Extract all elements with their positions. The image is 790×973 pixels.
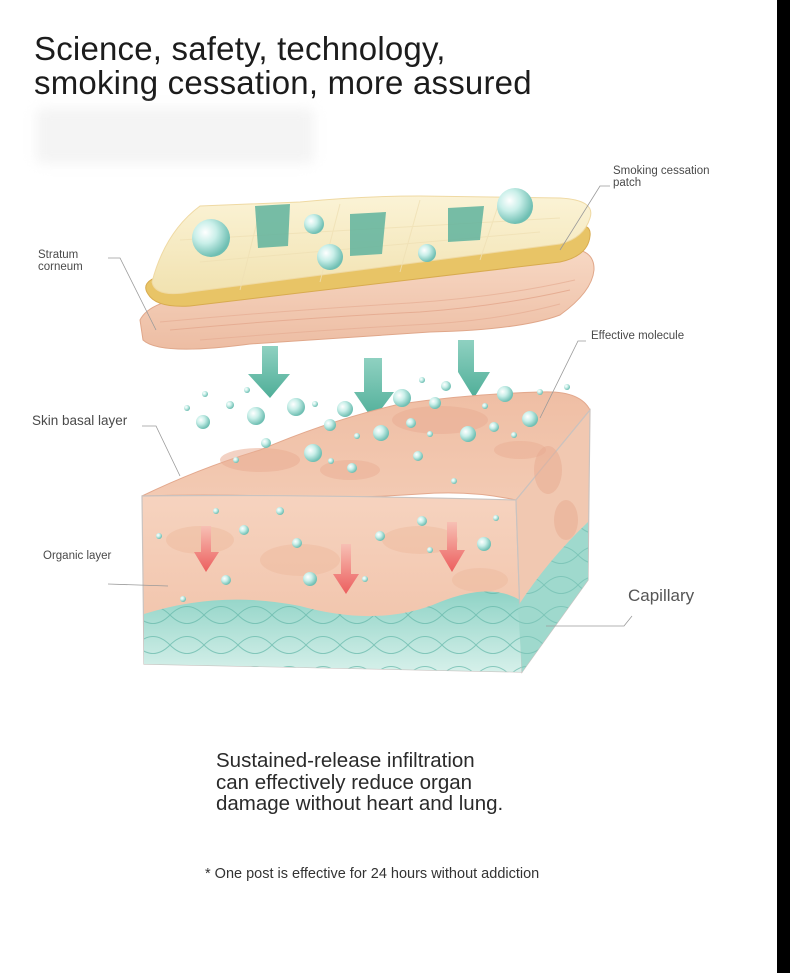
- callout-organic-layer: Organic layer: [43, 550, 111, 562]
- description-line-3: damage without heart and lung.: [216, 793, 503, 815]
- right-border-strip: [777, 0, 790, 973]
- callout-patch-line-2: patch: [613, 177, 641, 189]
- description-line-2: can effectively reduce organ: [216, 772, 503, 794]
- callout-patch-line-1: Smoking cessation: [613, 165, 710, 177]
- callout-stratum-line-1: Stratum: [38, 249, 78, 261]
- callout-patch: Smoking cessation patch: [613, 165, 710, 189]
- footnote: * One post is effective for 24 hours wit…: [205, 866, 539, 882]
- description-text: Sustained-release infiltration can effec…: [216, 750, 503, 815]
- description-line-1: Sustained-release infiltration: [216, 750, 503, 772]
- callout-effective-molecule: Effective molecule: [591, 330, 684, 342]
- skin-diagram: [0, 0, 777, 720]
- callout-skin-basal-layer: Skin basal layer: [32, 413, 127, 428]
- callout-capillary: Capillary: [628, 587, 694, 605]
- callout-stratum-corneum: Stratum corneum: [38, 249, 83, 273]
- callout-stratum-line-2: corneum: [38, 261, 83, 273]
